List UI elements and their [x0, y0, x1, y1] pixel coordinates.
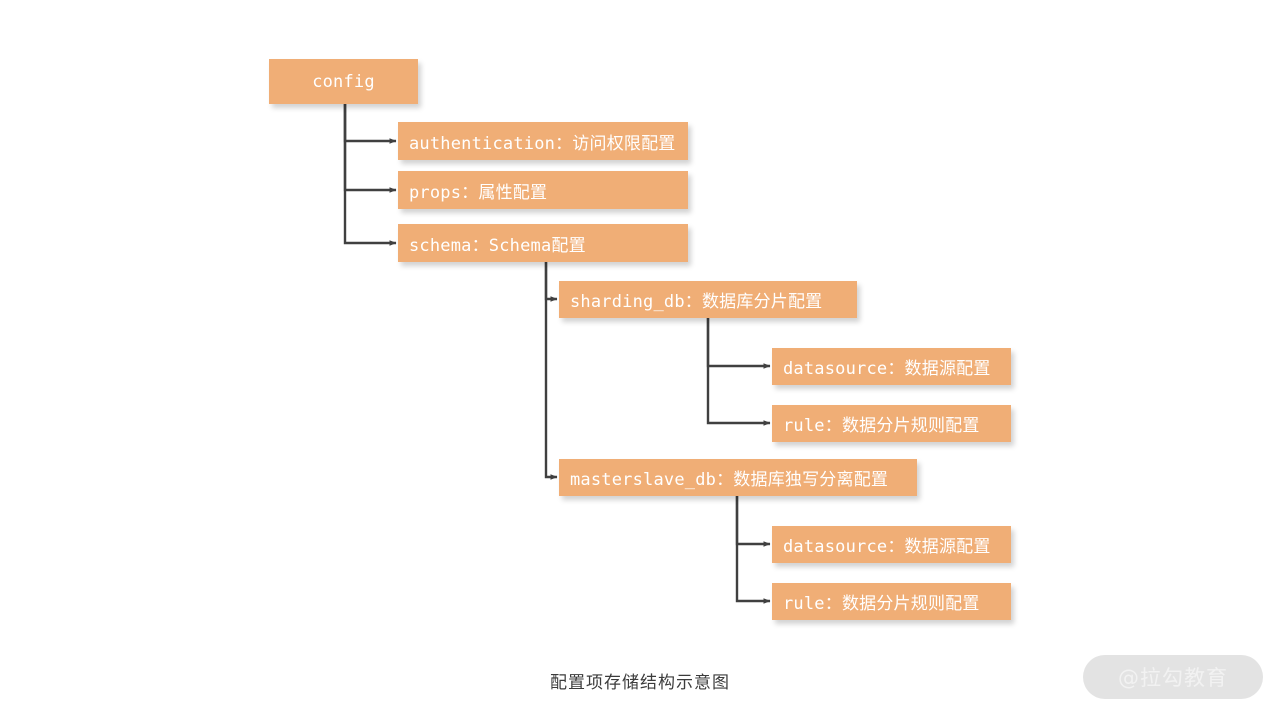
node-masterslave_db_rule[interactable]: rule：数据分片规则配置	[772, 583, 1011, 620]
node-sharding_db_datasource[interactable]: datasource：数据源配置	[772, 348, 1011, 385]
node-masterslave_db[interactable]: masterslave_db：数据库独写分离配置	[559, 459, 917, 496]
node-schema[interactable]: schema：Schema配置	[398, 224, 688, 262]
connector-config-to-props	[343, 104, 397, 193]
connector-schema-to-sharding_db	[544, 262, 558, 302]
connector-sharding_db-to-sharding_db_rule	[706, 318, 771, 426]
node-props[interactable]: props：属性配置	[398, 171, 688, 209]
node-label: schema：Schema配置	[409, 235, 586, 256]
node-label: masterslave_db：数据库独写分离配置	[570, 470, 889, 490]
connector-config-to-schema	[343, 104, 397, 246]
connector-sharding_db-to-sharding_db_datasource	[706, 318, 771, 369]
node-sharding_db[interactable]: sharding_db：数据库分片配置	[559, 281, 857, 318]
node-label: datasource：数据源配置	[783, 537, 991, 557]
node-label: sharding_db：数据库分片配置	[570, 292, 823, 312]
connector-masterslave_db-to-masterslave_db_rule	[735, 496, 771, 604]
node-label: datasource：数据源配置	[783, 359, 991, 379]
node-sharding_db_rule[interactable]: rule：数据分片规则配置	[772, 405, 1011, 442]
node-label: config	[312, 71, 375, 92]
node-authentication[interactable]: authentication：访问权限配置	[398, 122, 688, 160]
connector-schema-to-masterslave_db	[544, 262, 558, 480]
node-label: rule：数据分片规则配置	[783, 416, 980, 436]
node-masterslave_db_datasource[interactable]: datasource：数据源配置	[772, 526, 1011, 563]
node-label: props：属性配置	[409, 182, 548, 203]
connector-masterslave_db-to-masterslave_db_datasource	[735, 496, 771, 547]
node-label: rule：数据分片规则配置	[783, 594, 980, 614]
watermark-label: @拉勾教育	[1118, 666, 1228, 690]
connector-config-to-authentication	[343, 104, 397, 144]
node-config[interactable]: config	[269, 59, 418, 104]
watermark-badge: @拉勾教育	[1083, 655, 1263, 699]
node-label: authentication：访问权限配置	[409, 133, 676, 154]
diagram-caption: 配置项存储结构示意图	[550, 673, 730, 693]
